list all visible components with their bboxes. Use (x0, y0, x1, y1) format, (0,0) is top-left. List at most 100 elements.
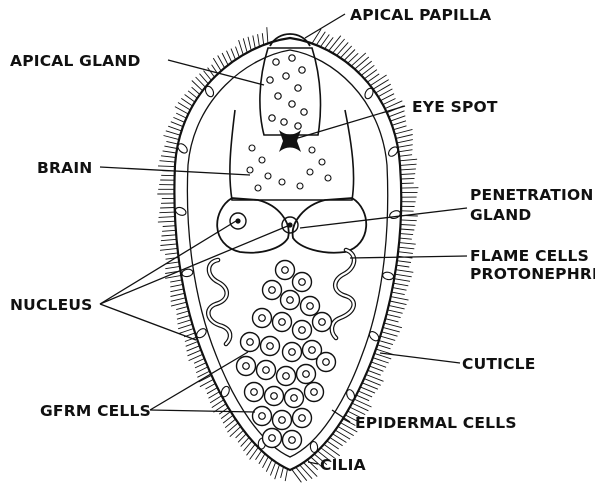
label-cuticle: CUTICLE (462, 355, 536, 373)
leader-nucleus-2 (100, 225, 290, 304)
cilium (388, 310, 403, 313)
cilium (376, 84, 391, 93)
germ-cell (297, 365, 316, 384)
cilium (185, 95, 195, 103)
cilium (351, 53, 366, 66)
germ-cell (305, 383, 324, 402)
cilium (267, 27, 268, 43)
cilium (382, 332, 398, 336)
cilium (178, 320, 192, 324)
cilium (194, 359, 204, 364)
cilium (171, 122, 183, 127)
cilium (395, 129, 413, 134)
cilium (270, 462, 275, 475)
cilium (207, 388, 217, 394)
cilium (361, 65, 374, 75)
cilium (187, 346, 200, 351)
cilium (239, 40, 244, 55)
cilium (340, 46, 351, 58)
granule (319, 159, 325, 165)
germ-cell (293, 273, 312, 292)
cilium (393, 283, 408, 286)
cilium (159, 212, 174, 213)
label-cilia: CILIA (320, 456, 366, 474)
cilium (304, 463, 318, 477)
cilium (360, 387, 375, 393)
cilium (400, 234, 413, 235)
cilium (384, 323, 402, 328)
label-epidermal-cells: EPIDERMAL CELLS (355, 414, 517, 432)
cilium (379, 341, 393, 345)
epidermal-cell (382, 271, 394, 280)
cilium (160, 161, 176, 162)
cilium (371, 362, 386, 367)
cilium (163, 226, 176, 227)
cilium (395, 274, 412, 277)
cilium (176, 307, 187, 310)
granule (269, 115, 275, 121)
granule (265, 173, 271, 179)
label-apical-papilla: APICAL PAPILLA (350, 6, 491, 24)
cilium (400, 169, 416, 170)
cilium (243, 38, 247, 52)
cilium (177, 311, 189, 314)
cilium (231, 49, 236, 60)
cilium (196, 367, 208, 373)
cilium (162, 235, 177, 236)
cilium (400, 229, 414, 230)
germ-cell (257, 361, 276, 380)
cilium (391, 297, 409, 301)
cilium (398, 145, 413, 148)
leader-apical-gland (168, 60, 264, 85)
germ-cell (273, 313, 292, 332)
cilium (170, 284, 183, 287)
cilium (358, 391, 372, 397)
granule (289, 101, 295, 107)
granule (307, 169, 313, 175)
penetration-gland-right (293, 198, 367, 253)
cilium (338, 426, 354, 435)
cilium (393, 288, 407, 291)
cilium (398, 252, 413, 254)
germ-cell (301, 297, 320, 316)
granule (295, 123, 301, 129)
cilium (236, 430, 244, 438)
cilium (209, 392, 220, 399)
apical-gland-granules (267, 55, 307, 129)
cilium (173, 117, 184, 122)
granule (259, 157, 265, 163)
cilium (370, 366, 384, 371)
cilium (373, 358, 389, 363)
germ-cell (283, 431, 302, 450)
cilium (337, 42, 349, 55)
germ-cell (253, 309, 272, 328)
cilium (396, 265, 409, 267)
cilium (189, 354, 203, 360)
cilium (356, 395, 369, 401)
cilium (401, 225, 416, 226)
cilium (399, 155, 412, 157)
leader-eye-spot (298, 106, 405, 138)
granule (301, 109, 307, 115)
cilium (263, 457, 269, 468)
granule (297, 183, 303, 189)
germ-cell (317, 353, 336, 372)
cilium (275, 465, 280, 480)
cilium (389, 305, 405, 309)
brain (230, 110, 354, 200)
germ-cell (245, 383, 264, 402)
cilium (292, 469, 302, 482)
cilium (164, 146, 177, 148)
germ-cell (237, 357, 256, 376)
cilium (256, 451, 262, 460)
cilium (170, 280, 182, 282)
cilium (324, 444, 340, 455)
cilium (236, 47, 240, 58)
cilium (221, 412, 231, 419)
germ-cell (263, 429, 282, 448)
cilium (399, 150, 413, 152)
granule (279, 179, 285, 185)
cilium (171, 298, 186, 302)
epidermal-cell (389, 209, 402, 220)
cilium (378, 345, 391, 349)
